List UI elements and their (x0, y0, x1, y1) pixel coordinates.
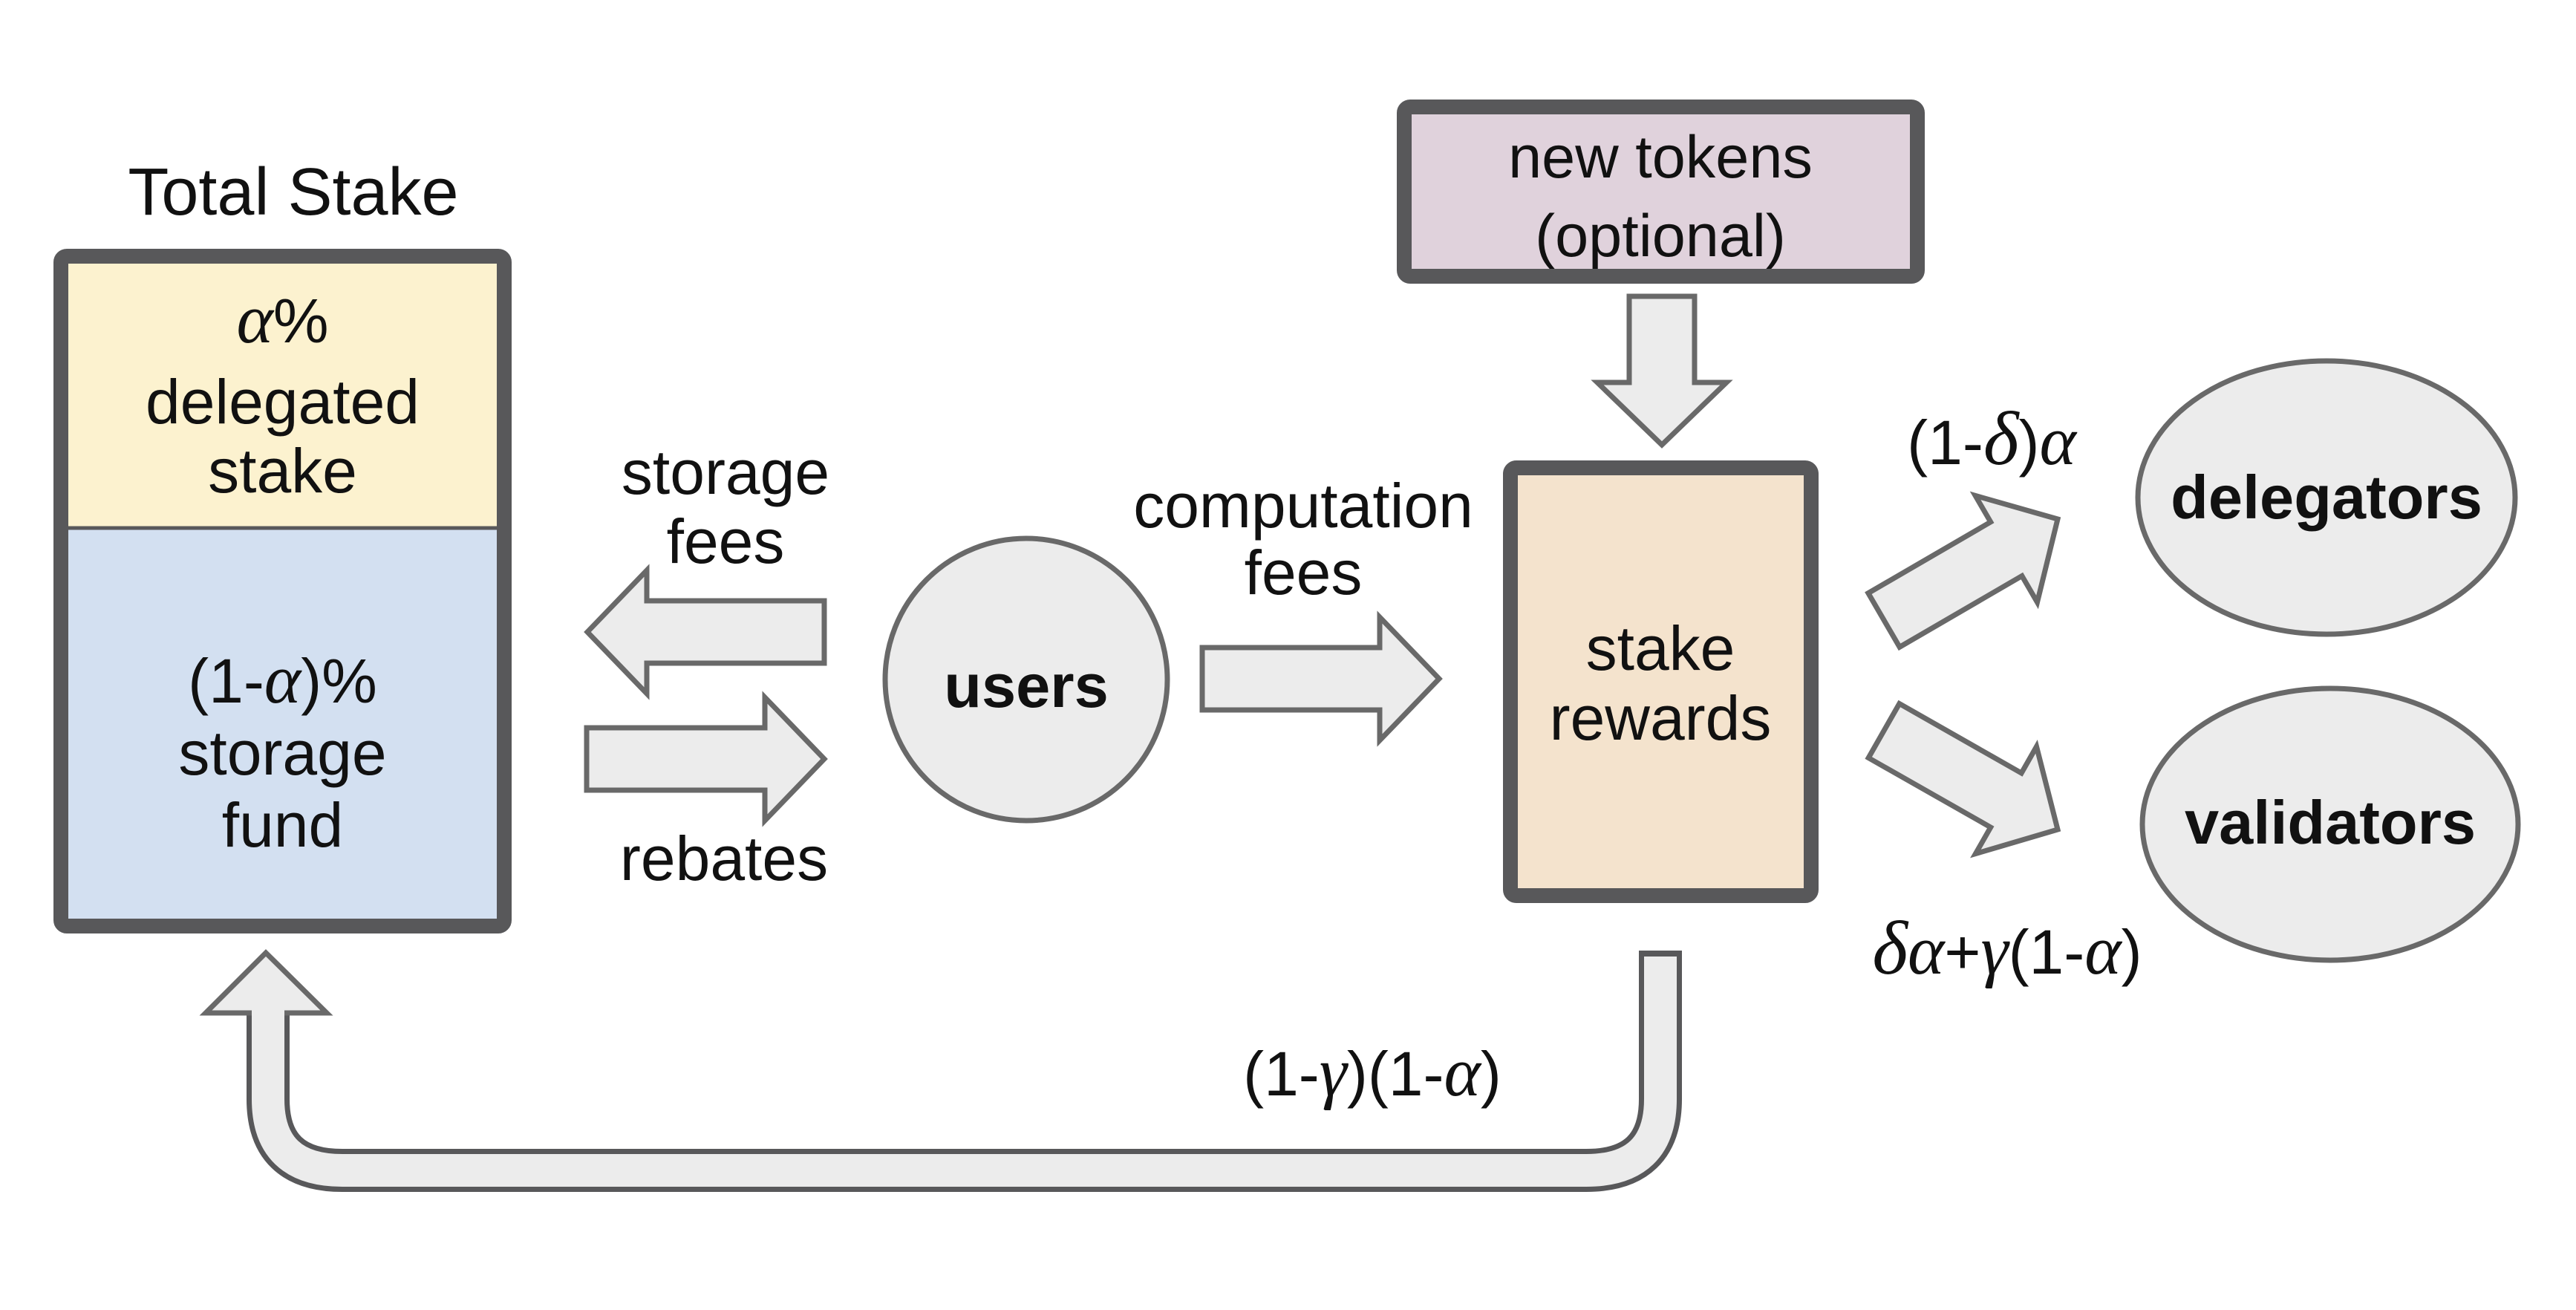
svg-text:storage: storage (622, 437, 829, 507)
svg-text:delegated: delegated (146, 367, 420, 437)
svg-text:storage: storage (178, 718, 386, 788)
svg-text:(optional): (optional) (1535, 203, 1786, 270)
svg-text:delegators: delegators (2171, 463, 2482, 532)
svg-text:α%: α% (236, 281, 328, 358)
svg-text:rebates: rebates (620, 824, 828, 893)
svg-text:computation: computation (1133, 471, 1473, 541)
svg-text:rewards: rewards (1550, 683, 1772, 753)
svg-text:users: users (944, 651, 1108, 720)
svg-text:stake: stake (208, 436, 357, 506)
svg-text:fees: fees (1245, 538, 1363, 607)
svg-text:fees: fees (667, 506, 785, 576)
svg-text:δα+γ(1-α): δα+γ(1-α) (1872, 907, 2142, 991)
svg-text:stake: stake (1586, 613, 1735, 683)
svg-text:new tokens: new tokens (1508, 124, 1813, 191)
svg-text:(1-α)%: (1-α)% (188, 641, 377, 718)
svg-text:(1-δ)α: (1-δ)α (1907, 397, 2077, 481)
svg-text:fund: fund (222, 790, 344, 860)
svg-text:validators: validators (2185, 788, 2476, 857)
svg-text:Total Stake: Total Stake (128, 155, 458, 229)
svg-text:(1-γ)(1-α): (1-γ)(1-α) (1243, 1034, 1501, 1111)
